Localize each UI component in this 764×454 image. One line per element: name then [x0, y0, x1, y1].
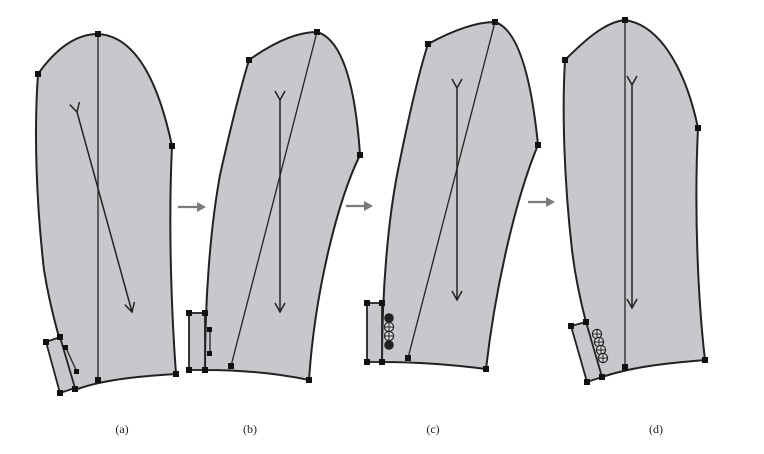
sleeve-piece-c — [381, 21, 539, 370]
tab-line-a — [65, 347, 78, 373]
caption-a: (a) — [115, 422, 128, 436]
step-arrow-cd — [528, 197, 555, 207]
step-arrow-bc — [346, 201, 373, 211]
caption-c: (c) — [426, 422, 439, 436]
panel-d: (d) — [562, 17, 708, 436]
vertex-points-a — [35, 31, 179, 396]
caption-d: (d) — [649, 422, 663, 436]
panel-a: (a) — [35, 31, 179, 436]
diagonal-line-b — [230, 31, 318, 367]
button-c-4 — [384, 340, 394, 350]
vertex-points-c — [364, 19, 541, 372]
panel-b: (b) — [186, 29, 363, 436]
grain-arrow-a — [69, 101, 136, 314]
step-arrow-ab — [178, 202, 206, 212]
panel-c: (c) — [364, 19, 541, 436]
button-c-1 — [384, 313, 394, 323]
buttons-d — [591, 328, 609, 364]
cuff-b — [188, 312, 206, 371]
vertex-points-b — [186, 29, 363, 383]
vertex-points-d — [562, 17, 708, 385]
cuff-c — [366, 302, 383, 363]
caption-b: (b) — [243, 422, 257, 436]
sleeve-piece-b — [204, 31, 361, 381]
